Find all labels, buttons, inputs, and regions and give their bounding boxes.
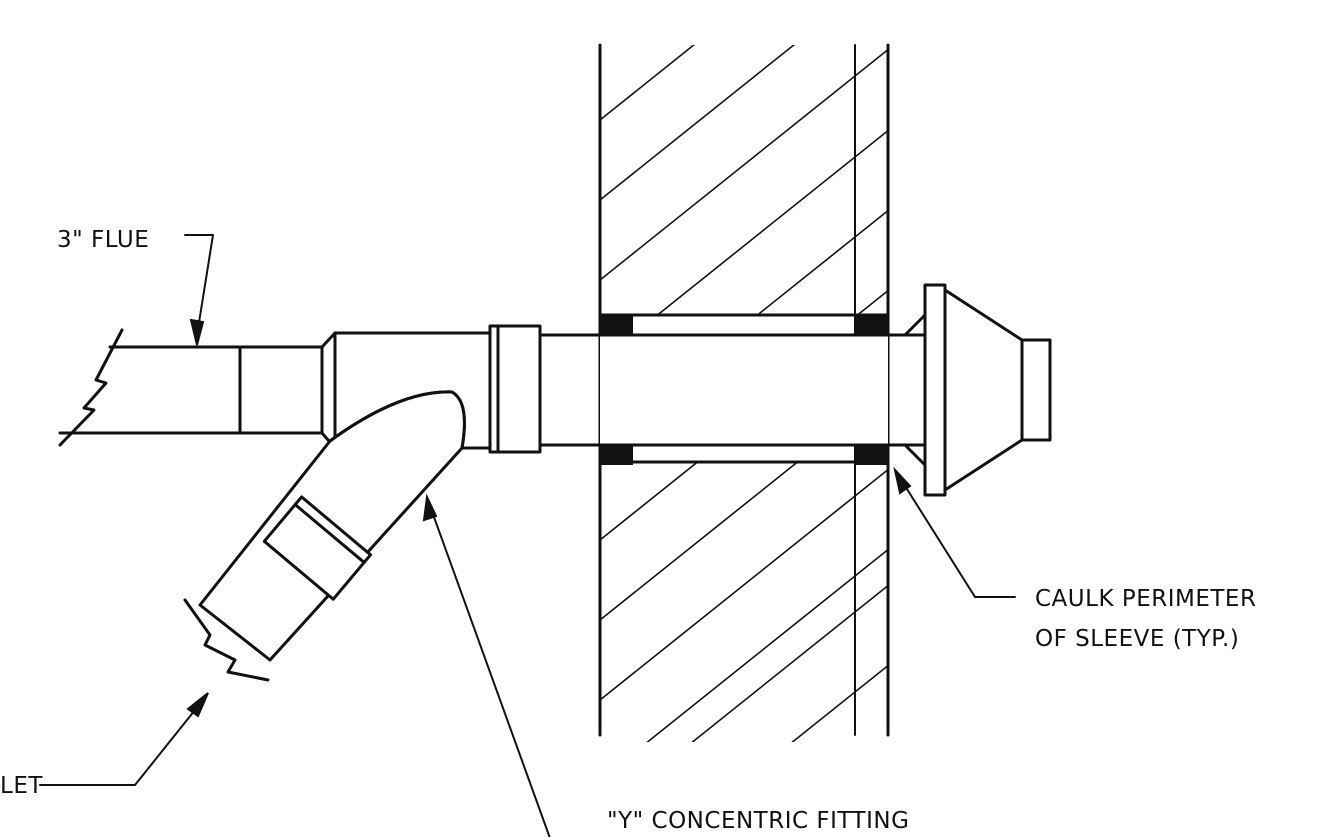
leader-inlet [39, 692, 209, 786]
flue-pipe [58, 328, 324, 447]
inlet-label: LET [0, 773, 43, 799]
caulk-label-line2: OF SLEEVE (TYP.) [1035, 626, 1239, 652]
termination-cap [903, 283, 1052, 497]
vent-pipe [538, 333, 927, 447]
caulk-seal [599, 314, 889, 465]
fitting-label: "Y" CONCENTRIC FITTING [607, 808, 909, 834]
wall-sleeve [598, 313, 890, 464]
leader-caulk [893, 466, 1016, 598]
flue-label: 3" FLUE [57, 227, 149, 253]
inlet-branch [183, 390, 466, 682]
coupling [488, 324, 542, 454]
leader-fitting [422, 493, 551, 837]
leader-flue [184, 234, 214, 346]
caulk-label-line1: CAULK PERIMETER [1035, 586, 1256, 612]
wall-hatching-lower [600, 462, 888, 742]
